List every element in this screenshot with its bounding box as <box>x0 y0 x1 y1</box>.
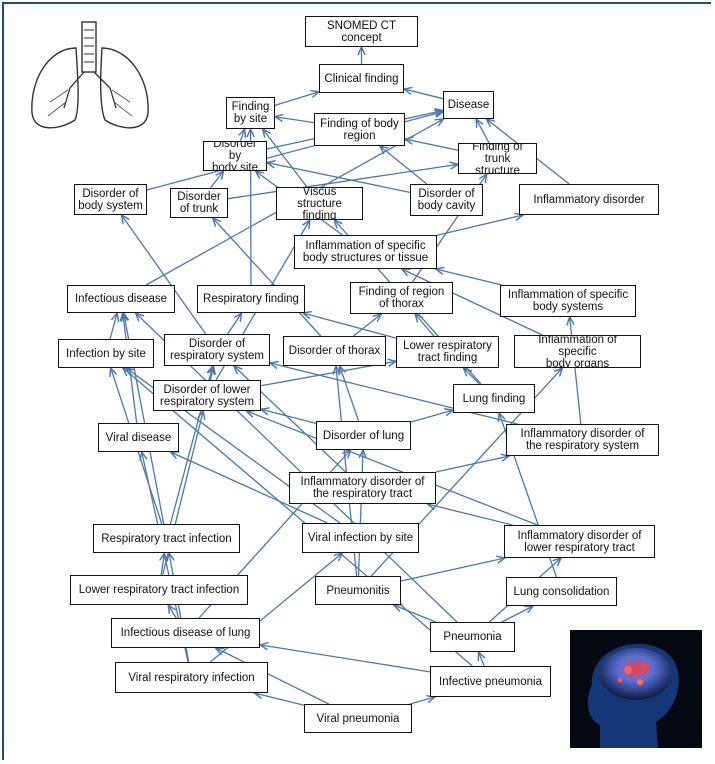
node-finding-body-region: Finding of body region <box>314 113 405 146</box>
node-inflammation-systems: Inflammation of specific body systems <box>500 285 636 317</box>
node-lower-resp-infection: Lower respiratory tract infection <box>70 575 248 605</box>
node-inflam-lower-resp: Inflammatory disorder of lower respirato… <box>504 525 655 558</box>
node-disorder-thorax: Disorder of thorax <box>283 336 386 366</box>
node-lung-consolidation: Lung consolidation <box>506 577 617 606</box>
node-disorder-resp-system: Disorder of respiratory system <box>164 334 270 366</box>
node-lung-finding: Lung finding <box>453 384 535 413</box>
node-pneumonitis: Pneumonitis <box>315 576 401 605</box>
node-viral-pneumonia: Viral pneumonia <box>304 704 412 733</box>
brain-illustration <box>570 630 702 748</box>
node-inflam-resp-system: Inflammatory disorder of the respiratory… <box>506 424 659 456</box>
node-pneumonia: Pneumonia <box>430 622 515 652</box>
node-resp-finding: Respiratory finding <box>197 285 305 313</box>
node-disorder-trunk: Disorder of trunk <box>170 188 228 218</box>
node-viral-infection-site: Viral infection by site <box>302 523 419 553</box>
node-clinical: Clinical finding <box>319 64 404 93</box>
node-inflam-resp-tract: Inflammatory disorder of the respiratory… <box>289 472 436 504</box>
node-viral-disease: Viral disease <box>98 423 179 452</box>
node-inflammatory-disorder: Inflammatory disorder <box>519 184 659 215</box>
node-finding-site: Finding by site <box>226 97 275 129</box>
node-disorder-body-site: Disorder by body site <box>203 141 267 171</box>
node-infectious-lung: Infectious disease of lung <box>111 618 260 648</box>
node-lower-resp-finding: Lower respiratory tract finding <box>396 336 499 368</box>
node-infective-pneumonia: Infective pneumonia <box>430 666 551 697</box>
node-disorder-body-system: Disorder of body system <box>74 184 147 215</box>
node-disorder-lung: Disorder of lung <box>316 421 411 450</box>
node-disorder-lower-resp: Disorder of lower respiratory system <box>153 380 261 411</box>
node-viscus: Viscus structure finding <box>276 187 363 220</box>
node-viral-resp-infection: Viral respiratory infection <box>115 662 268 693</box>
node-infection-site: Infection by site <box>58 339 154 368</box>
node-inflammation-tissue: Inflammation of specific body structures… <box>294 235 437 269</box>
lungs-illustration <box>31 21 149 129</box>
node-finding-thorax: Finding of region of thorax <box>350 282 453 314</box>
node-inflammation-organs: Inflammation of specific body organs <box>514 335 641 368</box>
node-infectious: Infectious disease <box>67 285 175 313</box>
node-disease: Disease <box>443 91 494 119</box>
node-resp-tract-infection: Respiratory tract infection <box>93 524 240 553</box>
node-snomed: SNOMED CT concept <box>305 16 418 47</box>
node-finding-trunk: Finding of trunk structure <box>458 143 537 174</box>
node-disorder-body-cavity: Disorder of body cavity <box>410 184 483 216</box>
